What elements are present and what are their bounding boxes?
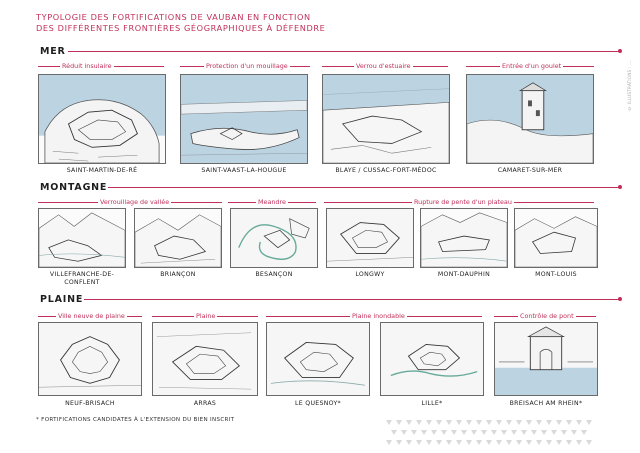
- category-label: Plaine: [194, 312, 218, 320]
- sketch-lille: [380, 322, 484, 396]
- category-label: Verrouillage de vallée: [98, 198, 172, 206]
- place-label: SAINT-VAAST-LA-HOUGUE: [201, 167, 287, 174]
- illustration-credit: © ILLUSTRATIONS : ...: [627, 60, 632, 111]
- sketch-le-quesnoy: [266, 322, 370, 396]
- category-label: Entrée d'un goulet: [500, 62, 564, 70]
- category-label: Verrou d'estuaire: [354, 62, 413, 70]
- sketch-longwy: [326, 208, 414, 268]
- section-mer-heading: MER: [40, 46, 66, 57]
- sketch-briancon: [134, 208, 222, 268]
- category-label: Meandre: [256, 198, 288, 206]
- sketch-arras: [152, 322, 258, 396]
- place-label: LONGWY: [355, 271, 385, 278]
- place-label: MONT-LOUIS: [535, 271, 577, 278]
- place-label: BESANÇON: [255, 271, 293, 278]
- category-label: Rupture de pente d'un plateau: [412, 198, 514, 206]
- section-montagne-rule: [108, 187, 620, 188]
- sketch-mont-dauphin: [420, 208, 508, 268]
- sketch-neuf-brisach: [38, 322, 142, 396]
- sketch-saint-martin-de-re: [38, 74, 166, 164]
- sketch-besancon: [230, 208, 318, 268]
- section-montagne-dot: [618, 185, 622, 189]
- place-label: BRIANÇON: [160, 271, 196, 278]
- title-line-1: TYPOLOGIE DES FORTIFICATIONS DE VAUBAN E…: [36, 12, 311, 22]
- section-mer-dot: [618, 49, 622, 53]
- footnote: * FORTIFICATIONS CANDIDATES À L'EXTENSIO…: [36, 417, 235, 423]
- sketch-saint-vaast-la-hougue: [180, 74, 308, 164]
- category-label: Protection d'un mouillage: [204, 62, 290, 70]
- sketch-camaret-sur-mer: [466, 74, 594, 164]
- place-label: VILLEFRANCHE-DE-CONFLENT: [49, 271, 115, 286]
- sketch-mont-louis: [514, 208, 598, 268]
- category-label: Contrôle de pont: [518, 312, 576, 320]
- category-label: Ville neuve de plaine: [56, 312, 127, 320]
- place-label: NEUF-BRISACH: [65, 400, 115, 407]
- sketch-blaye-cussac: [322, 74, 450, 164]
- page-title: TYPOLOGIE DES FORTIFICATIONS DE VAUBAN E…: [36, 12, 325, 34]
- category-label: Plaine inondable: [350, 312, 407, 320]
- section-mer-rule: [68, 51, 620, 52]
- category-label: Réduit insulaire: [60, 62, 114, 70]
- title-line-2: DES DIFFÉRENTES FRONTIÈRES GÉOGRAPHIQUES…: [36, 23, 326, 33]
- place-label: SAINT-MARTIN-DE-RÉ: [66, 167, 138, 174]
- section-plaine-rule: [84, 299, 620, 300]
- place-label: BREISACH AM RHEIN*: [509, 400, 583, 407]
- place-label: LILLE*: [421, 400, 443, 407]
- section-plaine-dot: [618, 297, 622, 301]
- place-label: CAMARET-SUR-MER: [497, 167, 563, 174]
- place-label: BLAYE / CUSSAC-FORT-MÉDOC: [335, 167, 437, 174]
- place-label: LE QUESNOY*: [295, 400, 341, 407]
- sketch-villefranche: [38, 208, 126, 268]
- section-plaine-heading: PLAINE: [40, 294, 84, 305]
- sketch-breisach: [494, 322, 598, 396]
- place-label: ARRAS: [193, 400, 217, 407]
- section-montagne-heading: MONTAGNE: [40, 182, 108, 193]
- place-label: MONT-DAUPHIN: [437, 271, 491, 278]
